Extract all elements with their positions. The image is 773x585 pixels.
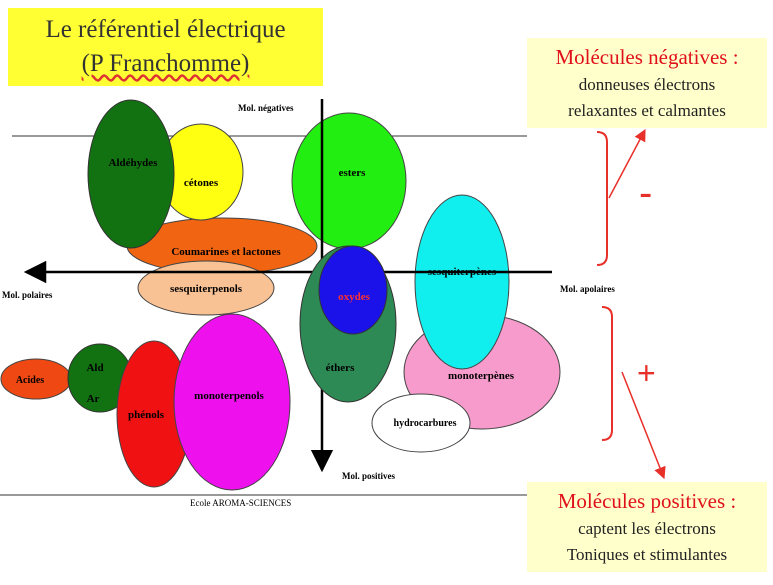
label-ald: Ald (86, 362, 103, 374)
axis-label-left: Mol. polaires (2, 290, 53, 300)
positive-molecules-box: Molécules positives : captent les électr… (527, 482, 767, 572)
positive-arrow (621, 371, 666, 480)
positive-bracket (601, 306, 613, 441)
ellipse-oxydes (318, 245, 388, 335)
label-aldehydes: Aldéhydes (109, 157, 159, 169)
axis-label-bottom: Mol. positives (342, 471, 395, 481)
axis-label-top: Mol. négatives (238, 103, 294, 113)
positive-sign: + (637, 355, 656, 391)
ellipse-sesquiterpenols (137, 260, 275, 316)
negative-molecules-box: Molécules négatives : donneuses électron… (527, 38, 767, 128)
label-phenols: phénols (128, 409, 165, 421)
negative-sign: - (639, 171, 653, 215)
ellipse-monoterpenols (173, 313, 291, 491)
title-line-2: (P Franchomme) (81, 50, 250, 77)
label-sesquiterpenes: sesquiterpènes (428, 266, 497, 278)
label-ar: Ar (87, 393, 100, 405)
ellipse-esters (291, 112, 407, 250)
negative-heading: Molécules négatives : (555, 45, 739, 69)
title-box: Le référentiel électrique (P Franchomme) (8, 8, 323, 86)
ellipse-hydrocarbures (371, 393, 471, 453)
label-monoterpenes: monoterpènes (448, 370, 515, 382)
axis-label-right: Mol. apolaires (560, 284, 615, 294)
negative-line-1: donneuses électrons (578, 75, 716, 94)
positive-heading: Molécules positives : (557, 489, 737, 513)
title-line-1: Le référentiel électrique (45, 16, 286, 43)
label-hydrocarbures: hydrocarbures (394, 418, 457, 429)
label-esters: esters (339, 167, 367, 179)
positive-line-1: captent les électrons (578, 519, 716, 538)
ellipse-aldehydes (87, 99, 175, 249)
label-coumarines: Coumarines et lactones (171, 246, 281, 258)
label-sesquiterpenols: sesquiterpenols (170, 283, 243, 295)
footer-credit: Ecole AROMA-SCIENCES (190, 498, 291, 508)
label-oxydes: oxydes (338, 291, 371, 303)
negative-line-2: relaxantes et calmantes (568, 101, 726, 120)
ellipse-sesquiterpenes (414, 194, 510, 370)
label-acides: Acides (16, 375, 44, 386)
negative-arrow (608, 128, 646, 199)
label-cetones: cétones (184, 177, 219, 189)
negative-bracket (596, 131, 608, 266)
label-monoterpenols: monoterpenols (194, 390, 264, 402)
positive-line-2: Toniques et stimulantes (566, 545, 728, 564)
label-ethers: éthers (326, 362, 355, 374)
